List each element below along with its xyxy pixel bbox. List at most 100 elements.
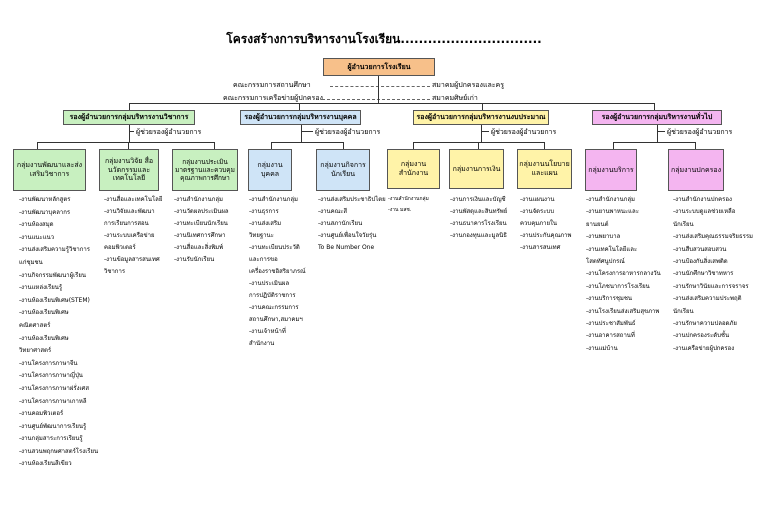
list-item: -งานกลุ่มสาระการเรียนรู้ (19, 435, 83, 443)
list-item: -งานพยาบาล (586, 233, 621, 241)
list-item: -งานสื่อและสิ่งพิมพ์ (174, 244, 224, 251)
group-box-service: กลุ่มงานบริการ (585, 149, 637, 191)
connector-line (657, 131, 665, 132)
group-box-quality: กลุ่มงานประเมิน มาตรฐานและควบคุมคุณภาพกา… (172, 149, 238, 191)
list-item: -งานระบบดูแลช่วยเหลือ (673, 208, 736, 216)
list-item: -งานโครงการภาษาญี่ปุ่น (19, 372, 83, 380)
assistant-academic: ผู้ช่วยรองผู้อำนวยการ (136, 128, 202, 136)
list-item: และการขอ (249, 256, 278, 263)
connector-line (481, 131, 489, 132)
list-item: -งานเทคโนโลยีและ (586, 245, 638, 253)
list-item: นักเรียน (673, 307, 694, 315)
list-item: -งานประเมินผล (249, 280, 290, 287)
list-item: -งานธุรการ (249, 208, 279, 215)
list-item: -งานสำนักงานกลุ่ม (174, 196, 223, 203)
item-list: -งานสำนักงานปกครอง -งานระบบดูแลช่วยเหลือน… (673, 194, 753, 355)
committee-parent-teacher: สมาคมผู้ปกครองและครู (432, 81, 504, 89)
connector-line (37, 142, 214, 143)
list-item: -งานคณะกรรมการ (249, 304, 299, 311)
list-item: ยานยนต์ (586, 220, 609, 228)
connector-line (128, 142, 129, 149)
list-item: -งานกิจกรรมพัฒนาผู้เรียน (19, 271, 86, 279)
connector-line (214, 142, 215, 149)
division-head-personnel: รองผู้อำนวยการกลุ่มบริหารงานบุคคล (240, 110, 361, 125)
connector-line (657, 125, 658, 142)
list-item: -งานบริการชุมชน (586, 295, 633, 303)
list-item: -งานส่งเสริมความรู้วิชาการ (19, 246, 91, 254)
list-item: To Be Number One (318, 244, 375, 251)
item-list: -งานสำนักงานกลุ่ม-งานวัดผลประเมินผล-งานท… (174, 194, 229, 266)
list-item: -งานสืบสวนสอบสวน (673, 245, 727, 253)
list-item: -งานแนะแนว (19, 233, 55, 241)
committee-school-board: คณะกรรมการสถานศึกษา (233, 81, 311, 89)
item-list: -งานพัฒนาหลักสูตร-งานพัฒนาบุคลากร-งานห้อ… (19, 194, 98, 471)
connector-line (299, 103, 300, 110)
list-item: -งานโครงการภาษาเกาหลี (19, 397, 87, 405)
list-item: -งานโรงเรียนส่งเสริมสุขภาพ (586, 307, 660, 315)
division-head-budget: รองผู้อำนวยการกลุ่มบริหารงานงบประมาณ (413, 110, 549, 125)
list-item: -งานห้องสมุด (19, 221, 54, 229)
list-item: ควบคุมภายใน (520, 220, 558, 227)
list-item: -งานปกครองระดับชั้น (673, 332, 730, 340)
list-item: -งานห้องเรียนพิเศษ (19, 309, 69, 317)
list-item: การปฏิบัติราชการ (249, 292, 296, 299)
assistant-personnel: ผู้ช่วยรองผู้อำนวยการ (315, 128, 381, 136)
list-item: คณิตศาสตร์ (19, 321, 51, 329)
connector-line (613, 142, 614, 149)
list-item: -งานคอมพิวเตอร์ (19, 410, 64, 418)
list-item: -งานสำนักงานกลุ่ม (249, 196, 298, 203)
list-item: -งานทะเบียนนักเรียน (174, 220, 228, 227)
list-item: -งานสวนพฤกษศาสตร์โรงเรียน (19, 447, 99, 455)
list-item: -งานส่งเสริมประชาธิปไตย (318, 196, 386, 203)
list-item: โสตทัศนูปกรณ์ (586, 258, 625, 266)
list-item: -งานโครงการภาษาจีน (19, 359, 78, 367)
group-box-finance: กลุ่มงานการเงิน (449, 149, 504, 189)
list-item: -งานสารสนเทศ (520, 244, 561, 251)
connector-line (481, 125, 482, 142)
list-item: -งานยานพาหนะและ (586, 208, 639, 216)
group-box-discipline: กลุ่มงานปกครอง (668, 149, 724, 191)
list-item: -งานแผนงาน (520, 196, 555, 203)
group-box-academic-dev: กลุ่มงานพัฒนาและส่งเสริมวิชาการ (13, 149, 86, 191)
connector-line (129, 131, 134, 132)
list-item: -งานทะเบียนประวัติ (249, 244, 300, 251)
committee-parent-network: คณะกรรมการเครือข่ายผู้ปกครอง (223, 94, 323, 102)
item-list: -งานการเงินและบัญชี-งานพัสดุและสินทรัพย์… (450, 194, 507, 242)
list-item: วิทยาศาสตร์ (19, 347, 52, 355)
division-head-general: รองผู้อำนวยการกลุ่มบริหารงานทั่วไป (592, 110, 722, 125)
list-item: -งานเจ้าหน้าที่ (249, 328, 286, 335)
division-head-academic: รองผู้อำนวยการกลุ่มบริหารงานวิชาการ (63, 110, 195, 125)
list-item: -งานการเงินและบัญชี (450, 196, 506, 203)
assistant-budget: ผู้ช่วยรองผู้อำนวยการ (491, 128, 557, 136)
list-item: -งานห้องเรียนพิเศษ(STEM) (19, 296, 90, 304)
list-item: -งานสำนักงานกลุ่ม (388, 196, 429, 202)
committee-dash (330, 86, 430, 87)
list-item: -งานประชาสัมพันธ์ (586, 320, 636, 328)
list-item: -งานห้องเรียนสีเขียว (19, 460, 72, 468)
connector-line (271, 142, 343, 143)
list-item: -งานส่งเสริม (249, 220, 282, 227)
list-item: -งานส่งเสริมความประพฤติ (673, 295, 742, 303)
list-item: คอมพิวเตอร์ (104, 244, 136, 251)
connector-line (37, 142, 38, 149)
group-box-student-affairs: กลุ่มงานกิจการนักเรียน (316, 149, 370, 191)
connector-line (271, 142, 272, 149)
list-item: -งานศูนย์เพื่อนใจวัยรุ่น (318, 232, 377, 239)
connector-line (544, 142, 545, 149)
list-item: -งานสำนักงานปกครอง (673, 196, 732, 203)
list-item: วิทยฐานะ (249, 232, 274, 239)
list-item: -งานพัฒนาหลักสูตร (19, 196, 71, 203)
connector-line (129, 103, 130, 110)
list-item: -งานประกันคุณภาพ (520, 232, 572, 239)
list-item: -งานนิเทศการศึกษา (174, 232, 226, 239)
item-list: -งานแผนงาน-งานจัดระบบควบคุมภายใน-งานประก… (520, 194, 571, 254)
director-box: ผู้อำนวยการโรงเรียน (323, 58, 435, 76)
list-item: -งานสำนักงานกลุ่ม (586, 196, 635, 203)
list-item: -งานวิจัยและพัฒนา (104, 208, 155, 215)
list-item: -งานแม่บ้าน (586, 344, 618, 352)
connector-line (301, 125, 302, 142)
connector-line (378, 76, 379, 103)
connector-line (413, 142, 414, 149)
list-item: -งานส่งเสริมคุณธรรมจริยธรรม (673, 233, 754, 241)
list-item: -งานโครงการอาหารกลางวัน (586, 270, 661, 278)
